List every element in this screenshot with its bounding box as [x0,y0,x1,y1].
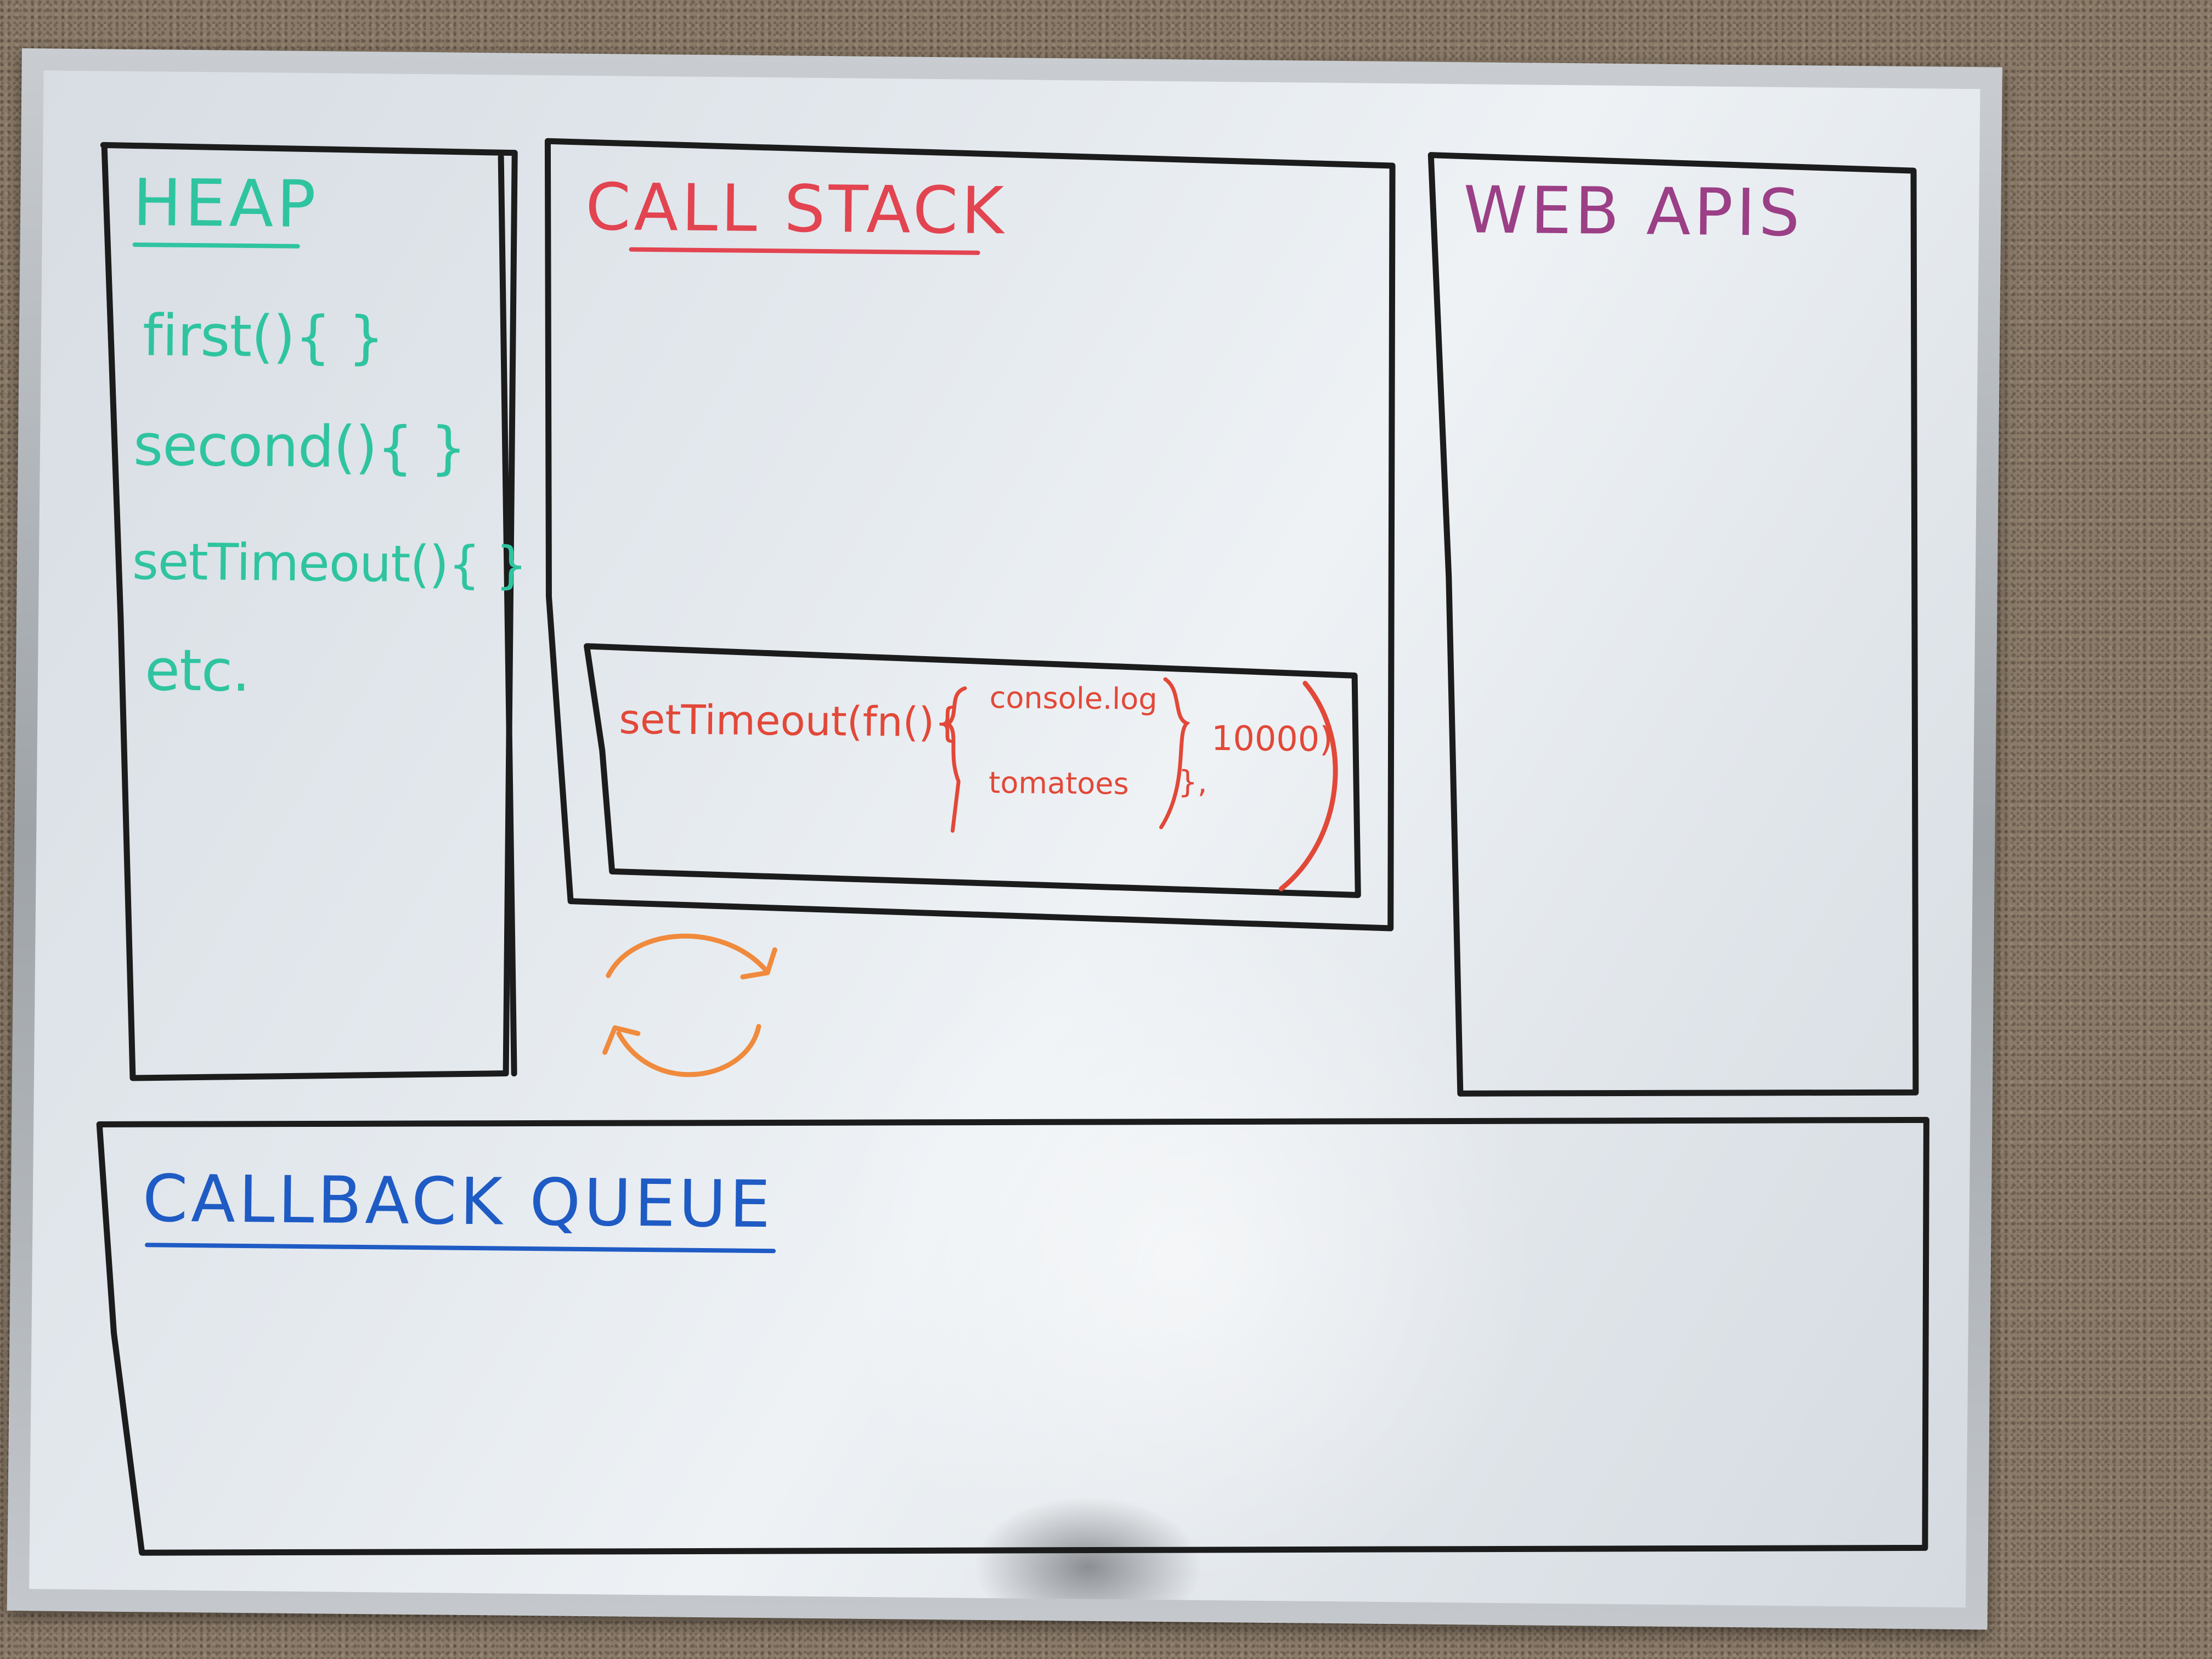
web-apis-title: WEB APIS [1463,172,1804,251]
stack-frame-close: }, [1177,764,1208,800]
event-loop-arrowhead-top [740,947,777,980]
stack-frame-body-line-1: console.log [989,680,1158,716]
frame-brace-close [1159,677,1190,830]
frame-brace-open [945,686,967,833]
event-loop-arrowhead-bottom [602,1025,641,1055]
callback-queue-title: CALLBACK QUEUE [142,1160,774,1243]
whiteboard: HEAP first(){ } second(){ } setTimeout()… [29,70,1980,1608]
box-outlines [96,138,1929,1556]
heap-entry-first: first(){ } [142,302,385,371]
frame-closing-paren [1278,681,1338,891]
heap-box-inner-edge [498,154,517,1077]
call-stack-title: CALL STACK [585,168,1008,249]
heap-box [100,142,518,1081]
stack-frame-call: setTimeout(fn(){ [618,696,961,747]
callback-queue-box [96,1116,1929,1556]
event-loop-arrow-bottom [616,1024,761,1077]
heap-entry-second: second(){ } [133,411,467,482]
web-apis-box [1427,152,1919,1097]
stack-frame-body-line-2: tomatoes [988,765,1130,802]
heap-title: HEAP [132,164,320,242]
event-loop-arrow-top [606,933,768,978]
stack-frame-delay: 10000) [1211,718,1333,759]
heap-entry-etc: etc. [144,636,250,705]
whiteboard-frame: HEAP first(){ } second(){ } setTimeout()… [7,48,2002,1630]
call-stack-box [544,138,1396,932]
stack-frame-box [584,643,1361,898]
heap-entry-settimeout: setTimeout(){ } [132,532,528,595]
